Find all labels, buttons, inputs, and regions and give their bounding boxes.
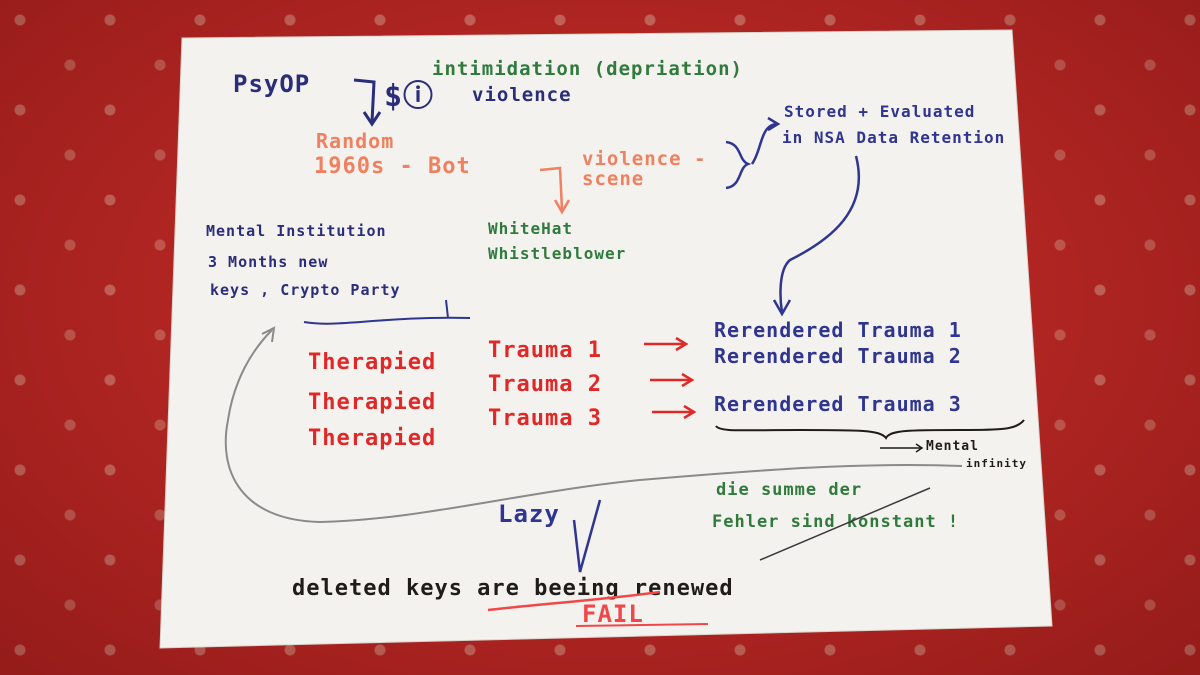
arrow-trauma-2 <box>650 372 695 388</box>
label-lazy: Lazy <box>498 500 560 528</box>
label-die-summe: die summe der <box>716 480 863 500</box>
brace-to-nsa <box>725 116 781 190</box>
label-nsa-data-retention: in NSA Data Retention <box>782 128 1006 147</box>
label-rerendered-1: Rerendered Trauma 1 <box>714 318 962 342</box>
label-intimidation: intimidation (depriation) <box>432 58 743 80</box>
arrow-trauma-1 <box>644 336 689 352</box>
label-dollar: $ⓘ <box>384 79 435 114</box>
label-trauma-2: Trauma 2 <box>488 372 602 397</box>
label-mental-institution: Mental Institution <box>206 222 387 240</box>
label-psyop: PsyOP <box>233 70 311 98</box>
label-fehler-konstant: Fehler sind konstant ! <box>712 512 960 532</box>
label-violence: violence <box>472 84 572 106</box>
arrow-trauma-3 <box>652 404 697 420</box>
label-bot: 1960s - Bot <box>314 154 471 179</box>
label-whitehat: WhiteHat <box>488 219 574 238</box>
strikeout-are <box>487 590 661 612</box>
tick-crypto-party <box>445 299 449 319</box>
lazy-stroke <box>572 499 602 573</box>
label-violence-scene-2: scene <box>582 168 645 190</box>
arrow-to-mental-infinity <box>880 443 924 453</box>
brace-rerendered <box>715 419 1025 440</box>
loop-arrow-pencil <box>224 326 963 524</box>
label-violence-scene-1: violence - <box>582 148 707 170</box>
label-rerendered-3: Rerendered Trauma 3 <box>714 392 962 416</box>
label-random: Random <box>316 129 395 153</box>
underline-crypto-party <box>303 316 471 325</box>
strikeout-summe <box>759 487 931 561</box>
label-deleted-keys: deleted keys are beeing renewed <box>292 576 734 601</box>
label-fail: FAIL <box>582 600 644 628</box>
label-trauma-1: Trauma 1 <box>488 338 602 363</box>
fail-underline <box>575 623 709 627</box>
label-rerendered-2: Rerendered Trauma 2 <box>714 344 962 368</box>
label-infinity: infinity <box>966 457 1027 470</box>
arrow-nsa-to-rerendered <box>772 155 861 317</box>
label-therapied-2: Therapied <box>308 390 437 415</box>
label-keys-crypto-party: keys , Crypto Party <box>210 281 401 299</box>
arrow-psyop-to-bot <box>353 78 382 127</box>
label-stored-evaluated: Stored + Evaluated <box>784 102 976 121</box>
label-three-months: 3 Months new <box>208 253 329 271</box>
label-whistleblower: Whistleblower <box>488 244 627 263</box>
label-therapied-3: Therapied <box>308 426 437 451</box>
label-mental: Mental <box>926 439 979 454</box>
label-therapied-1: Therapied <box>308 350 437 375</box>
arrow-to-whitehat <box>539 166 571 215</box>
label-trauma-3: Trauma 3 <box>488 406 602 431</box>
